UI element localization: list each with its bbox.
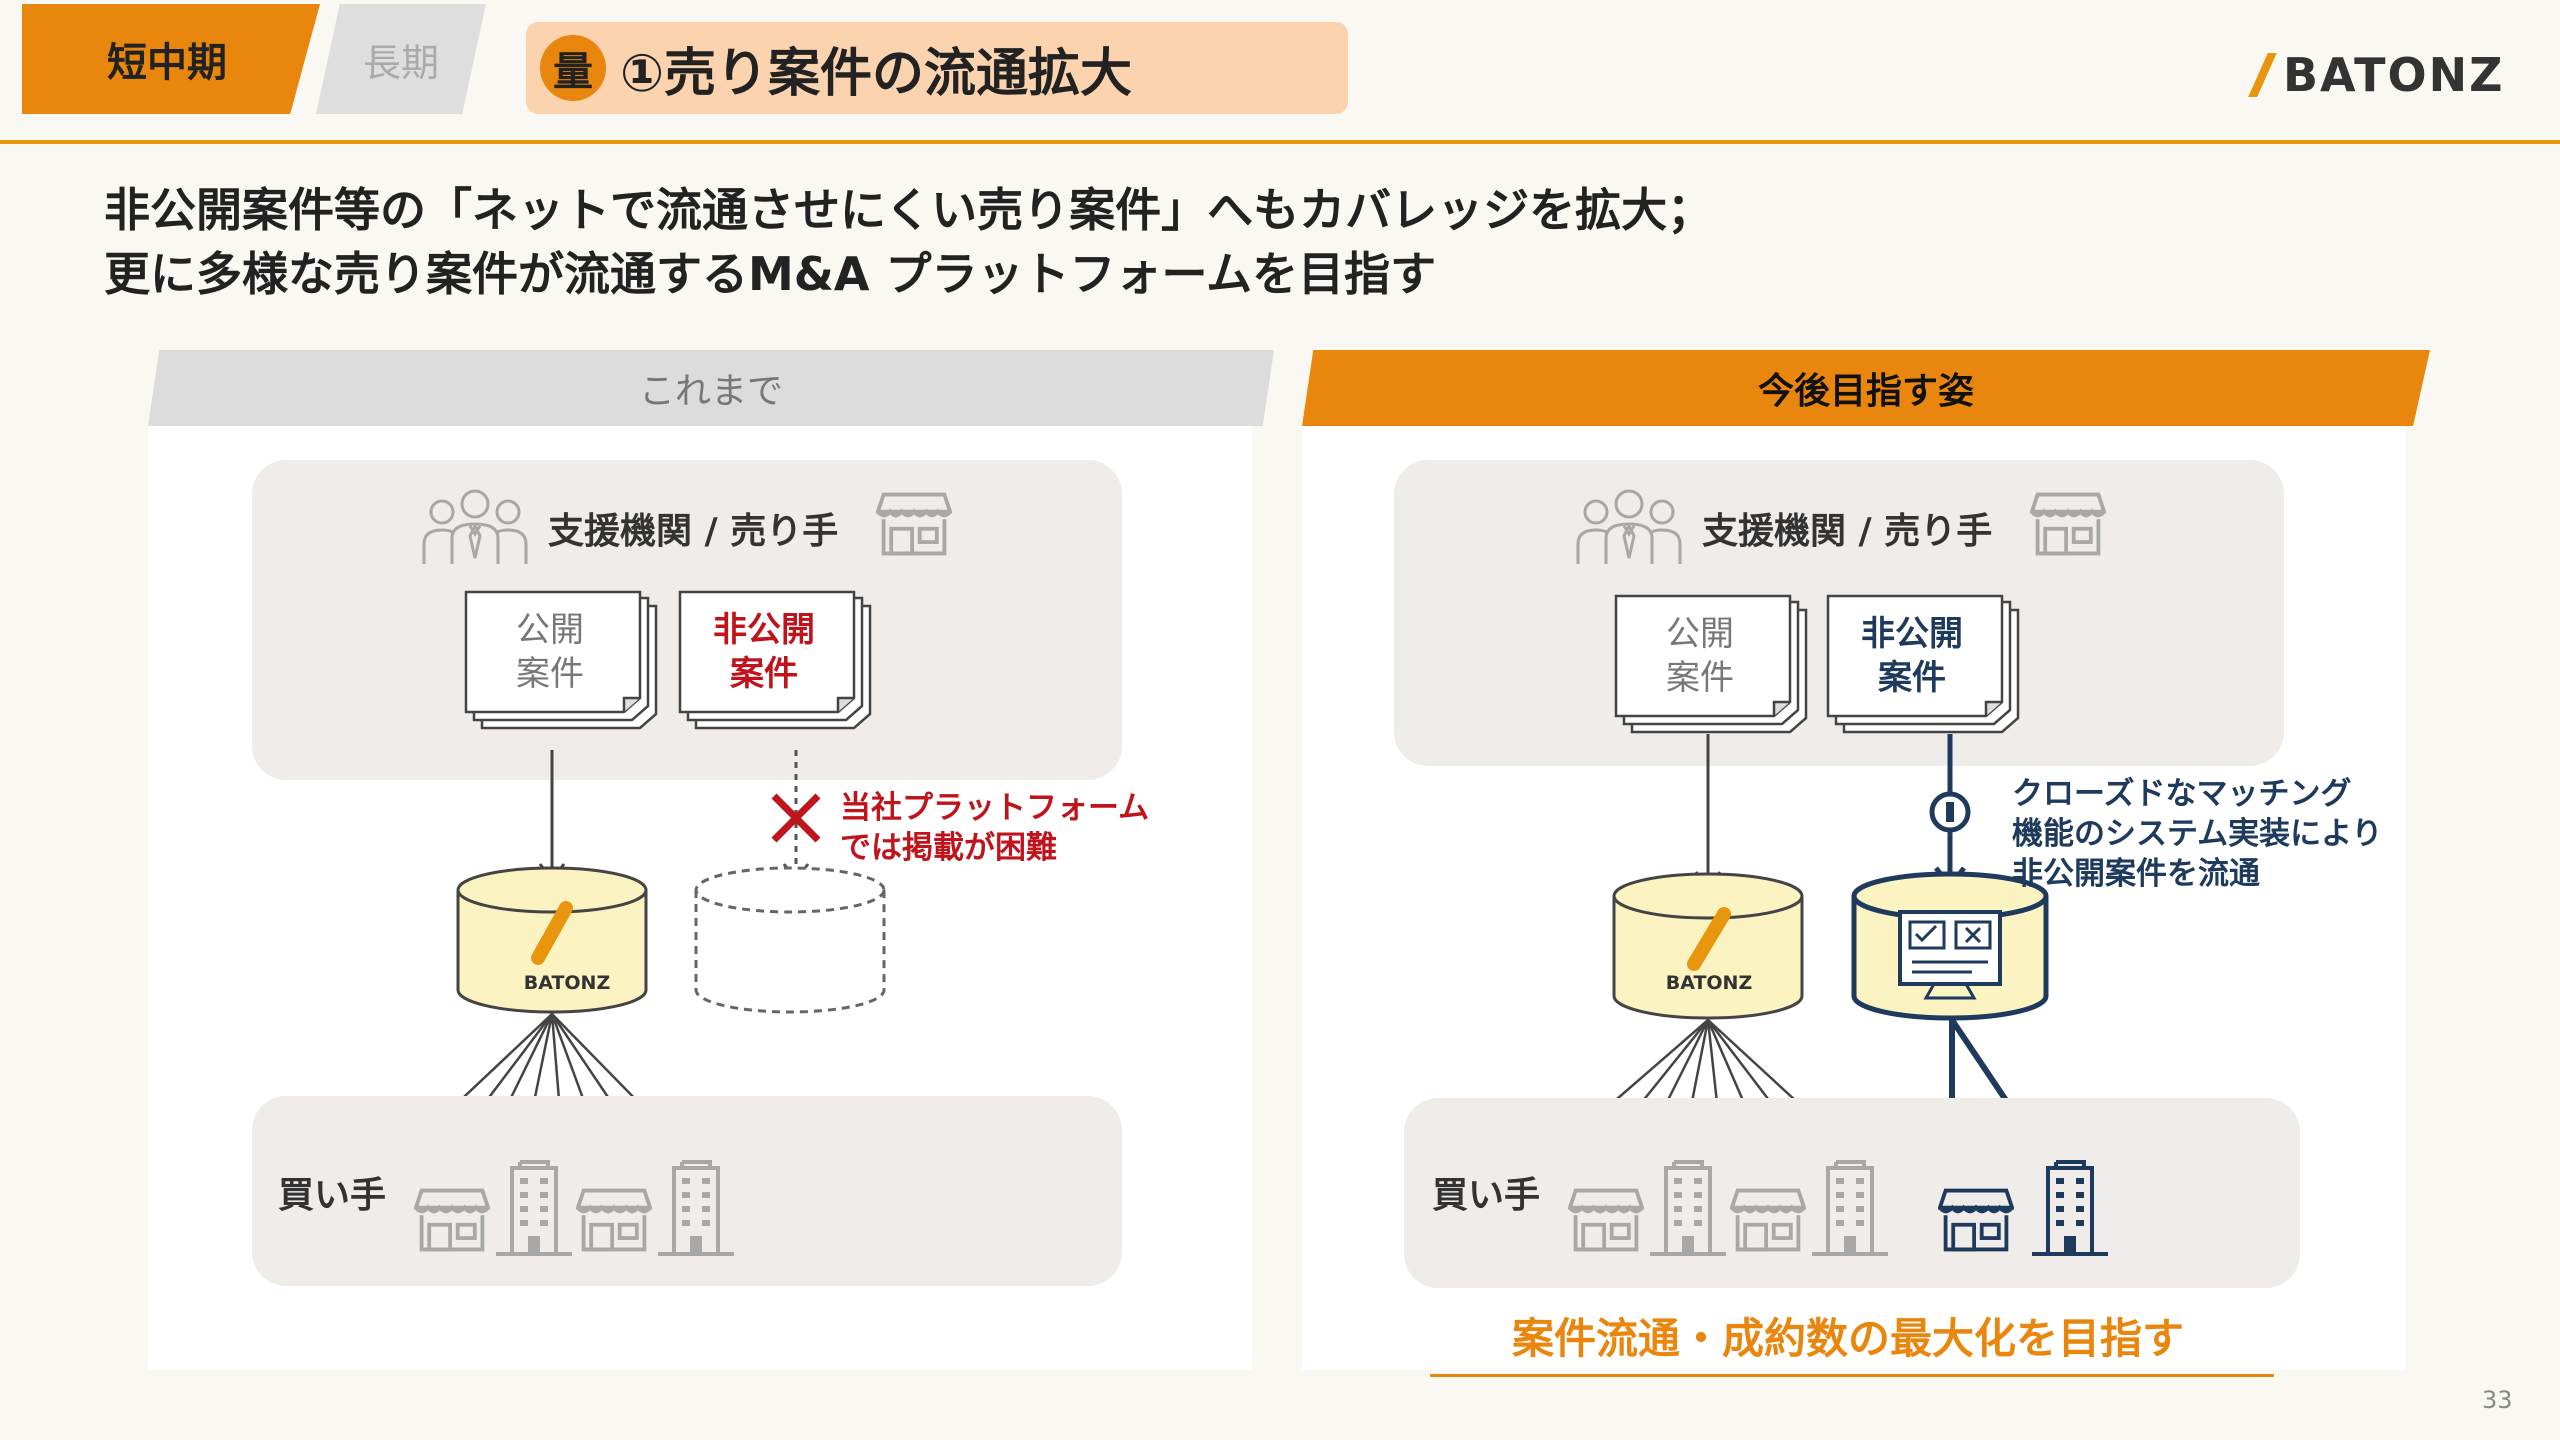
building-icon — [2030, 1158, 2110, 1258]
left-note: 当社プラットフォームでは掲載が困難 — [840, 790, 1150, 866]
right-buyers-box — [1404, 1098, 2300, 1288]
logo-slash-icon — [2248, 53, 2277, 97]
goal-underline — [1430, 1374, 2274, 1377]
left-public-doc: 公開案件 — [462, 590, 658, 730]
right-supply-label: 支援機関 / 売り手 — [1702, 511, 1993, 552]
left-private-doc-text: 非公開案件 — [713, 610, 815, 694]
slide-title: 量 ①売り案件の流通拡大 — [526, 22, 1348, 114]
tab-long-term[interactable]: 長期 — [316, 4, 486, 114]
title-badge: 量 — [540, 35, 606, 101]
batonz-logo: BATONZ — [2248, 48, 2505, 102]
building-icon — [1648, 1158, 1728, 1258]
right-public-doc-text: 公開案件 — [1666, 614, 1734, 698]
right-flow-graphics — [1601, 734, 2049, 1136]
left-public-doc-text: 公開案件 — [516, 610, 584, 694]
goal-text: 案件流通・成約数の最大化を目指す — [1512, 1314, 2185, 1363]
heading-line-2: 更に多様な売り案件が流通するM&A プラットフォームを目指す — [104, 247, 1437, 301]
heading-line-1: 非公開案件等の「ネットで流通させにくい売り案件」へもカバレッジを拡大； — [104, 183, 1714, 237]
header-divider — [0, 140, 2560, 144]
slide-heading: 非公開案件等の「ネットで流通させにくい売り案件」へもカバレッジを拡大； 更に多様… — [104, 178, 1713, 306]
people-icon — [420, 486, 530, 566]
store-icon — [1938, 1186, 2014, 1254]
right-panel-header: 今後目指す姿 — [1302, 350, 2430, 426]
left-buyers-label: 買い手 — [278, 1175, 387, 1216]
left-private-doc: 非公開案件 — [676, 590, 872, 730]
store-icon — [876, 490, 952, 558]
store-icon — [576, 1186, 652, 1254]
tab-short-mid-term[interactable]: 短中期 — [22, 4, 320, 114]
left-flow-graphics — [447, 750, 886, 1113]
store-icon — [1730, 1186, 1806, 1254]
left-db-label: BATONZ — [523, 972, 611, 994]
right-db-label: BATONZ — [1665, 972, 1753, 994]
right-private-doc-text: 非公開案件 — [1861, 614, 1963, 698]
left-supply-label: 支援機関 / 売り手 — [548, 511, 839, 552]
building-icon — [1810, 1158, 1890, 1258]
people-icon — [1574, 486, 1684, 566]
left-panel-header: これまで — [148, 350, 1274, 426]
logo-text: BATONZ — [2283, 48, 2505, 102]
building-icon — [656, 1158, 736, 1258]
right-private-doc: 非公開案件 — [1824, 594, 2020, 734]
right-public-doc: 公開案件 — [1612, 594, 1808, 734]
store-icon — [1568, 1186, 1644, 1254]
right-note: クローズドなマッチング機能のシステム実装により非公開案件を流通 — [2012, 776, 2383, 892]
building-icon — [494, 1158, 574, 1258]
right-buyers-label: 買い手 — [1432, 1175, 1541, 1216]
store-icon — [2030, 490, 2106, 558]
page-number: 33 — [2482, 1386, 2513, 1414]
title-text: ①売り案件の流通拡大 — [620, 43, 1133, 104]
store-icon — [414, 1186, 490, 1254]
